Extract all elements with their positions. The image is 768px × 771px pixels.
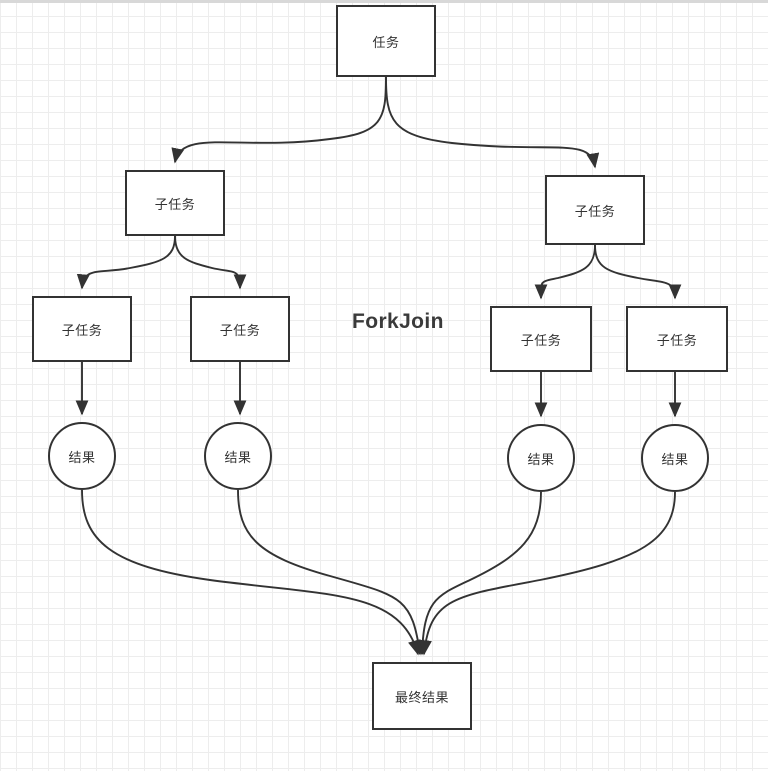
subtask-node-leaf-4[interactable]: 子任务: [626, 306, 728, 372]
final-result-node-label: 最终结果: [394, 689, 449, 705]
result-node-1[interactable]: 结果: [48, 422, 116, 490]
edge-subtask-left-to-leaf-2: [174, 235, 247, 290]
subtask-node-leaf-2-label: 子任务: [219, 322, 261, 338]
edge-subtask-right-to-leaf-3: [534, 244, 596, 300]
edge-result-3-to-final: [416, 491, 542, 656]
diagram-title-label: ForkJoin: [352, 310, 444, 333]
subtask-node-leaf-2[interactable]: 子任务: [190, 296, 290, 362]
root-task-node[interactable]: 任务: [336, 5, 436, 77]
subtask-node-left[interactable]: 子任务: [125, 170, 225, 236]
result-node-2-label: 结果: [224, 449, 252, 465]
subtask-node-right-label: 子任务: [574, 203, 616, 219]
subtask-node-leaf-1-label: 子任务: [61, 322, 103, 338]
result-node-3-label: 结果: [527, 451, 555, 467]
root-task-node-label: 任务: [372, 34, 400, 50]
edge-root-to-subtask-right: [385, 76, 600, 169]
subtask-node-right[interactable]: 子任务: [545, 175, 645, 245]
canvas-top-ruler: [0, 0, 768, 3]
subtask-node-leaf-1[interactable]: 子任务: [32, 296, 132, 362]
edge-subtask-right-to-leaf-4: [594, 244, 682, 300]
result-node-4-label: 结果: [661, 451, 689, 467]
subtask-node-leaf-3[interactable]: 子任务: [490, 306, 592, 372]
subtask-node-leaf-4-label: 子任务: [656, 332, 698, 348]
result-node-4[interactable]: 结果: [641, 424, 709, 492]
result-node-2[interactable]: 结果: [204, 422, 272, 490]
edge-result-1-to-final: [81, 489, 421, 656]
edge-result-4-to-final: [419, 491, 676, 656]
subtask-node-leaf-3-label: 子任务: [520, 332, 562, 348]
edge-result-2-to-final: [237, 489, 425, 656]
edge-subtask-left-to-leaf-1: [76, 235, 176, 290]
result-node-1-label: 结果: [68, 449, 96, 465]
edge-root-to-subtask-left: [171, 76, 387, 164]
final-result-node[interactable]: 最终结果: [372, 662, 472, 730]
subtask-node-left-label: 子任务: [154, 196, 196, 212]
result-node-3[interactable]: 结果: [507, 424, 575, 492]
